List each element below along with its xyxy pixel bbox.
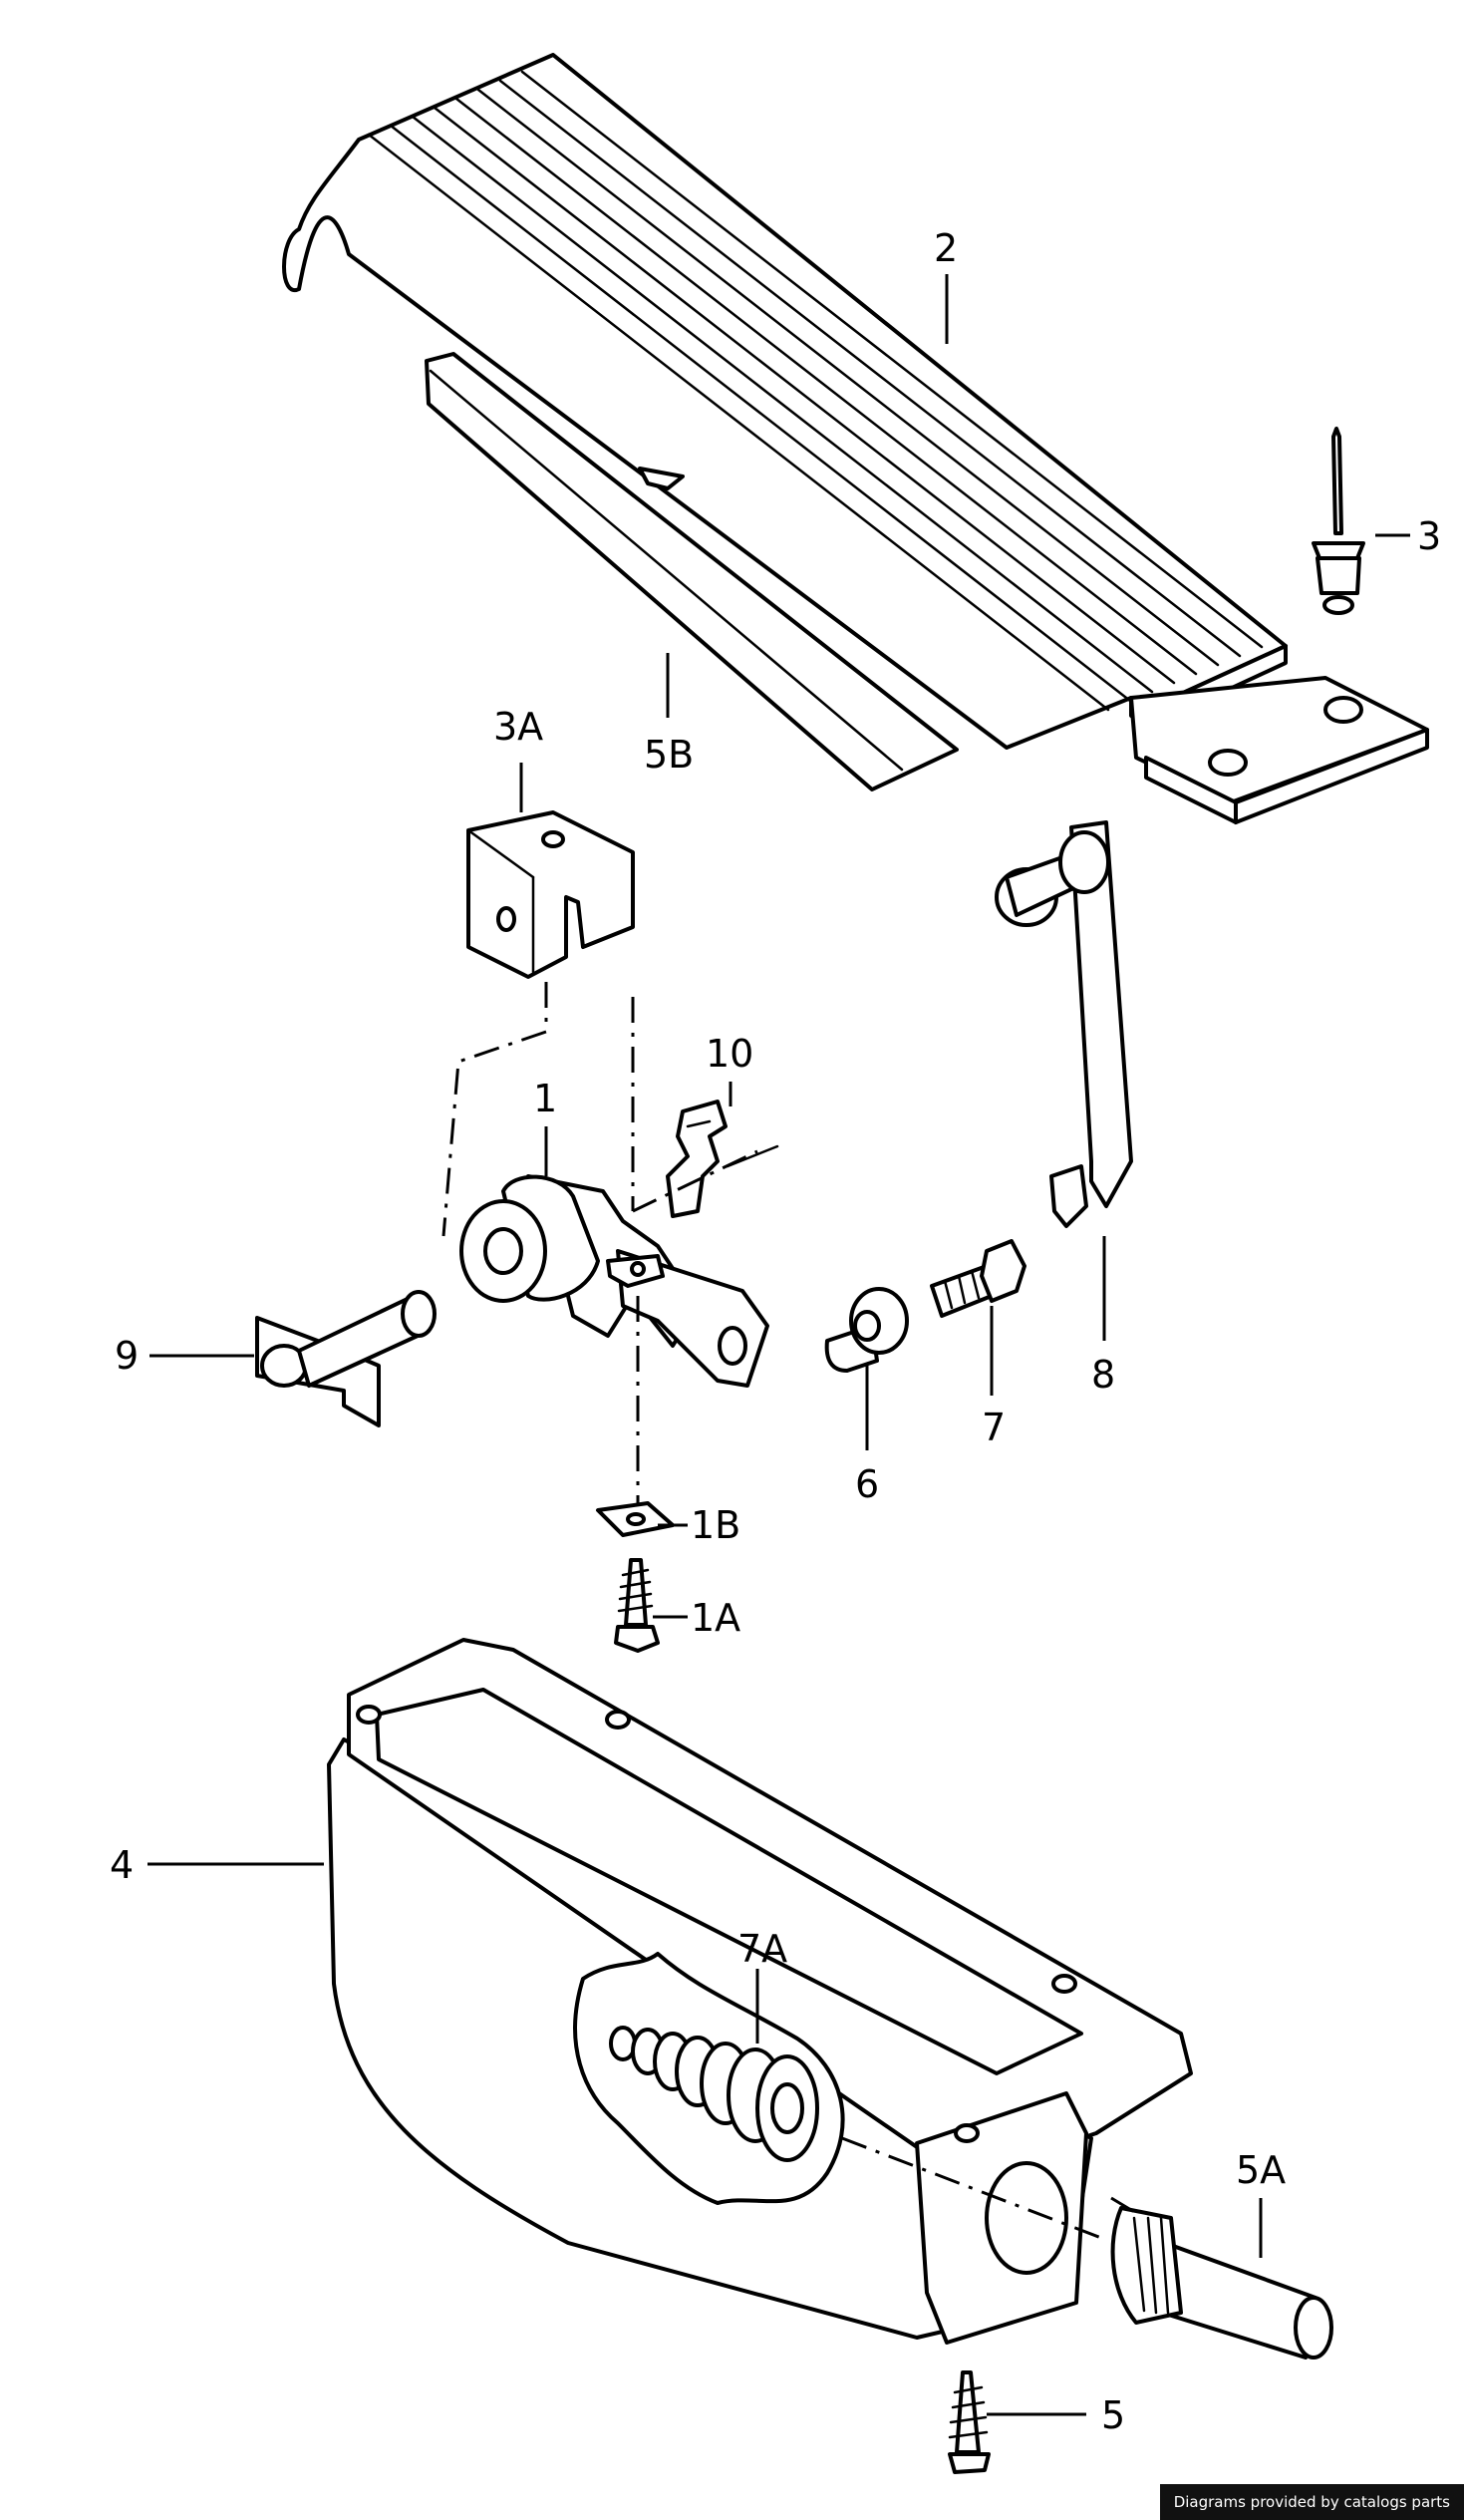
- callout-2: 2: [934, 226, 958, 270]
- callout-7: 7: [982, 1406, 1006, 1449]
- callout-5b: 5B: [644, 733, 694, 777]
- pivot-pin: [255, 1290, 437, 1427]
- callout-4: 4: [110, 1843, 134, 1887]
- clip-nut: [596, 1501, 675, 1537]
- credit-badge: Diagrams provided by catalogs parts: [1159, 2484, 1464, 2520]
- callout-8: 8: [1091, 1353, 1115, 1397]
- screw-5: [948, 2370, 991, 2474]
- pedal-strip: [425, 352, 959, 791]
- callout-7a: 7A: [737, 1927, 787, 1971]
- callout-5a: 5A: [1236, 2148, 1286, 2192]
- bolt: [930, 1239, 1026, 1318]
- pedal-ribs: [367, 70, 1264, 712]
- callout-1: 1: [533, 1077, 557, 1120]
- spring-clip: [666, 1100, 779, 1218]
- callout-1a: 1A: [691, 1596, 740, 1640]
- adjuster-bushing: [1110, 2206, 1333, 2360]
- pedal-housing: [327, 1638, 1193, 2345]
- alignment-lines: [441, 982, 1137, 2240]
- bushing: [824, 1287, 909, 1373]
- callout-5: 5: [1101, 2393, 1125, 2437]
- callout-3a: 3A: [493, 705, 543, 749]
- push-rod: [995, 820, 1133, 1228]
- accelerator-pedal: [282, 53, 1429, 824]
- leader-lines: [147, 274, 1410, 2416]
- callout-1b: 1B: [691, 1503, 740, 1547]
- callout-labels: 2 3 5B 3A 1 10 9 6 7 8 1B 1A 4 7A 5A 5: [110, 226, 1441, 2437]
- bracket: [466, 810, 635, 979]
- screw-1a: [614, 1558, 660, 1653]
- callout-3: 3: [1417, 514, 1441, 558]
- callout-6: 6: [855, 1462, 879, 1506]
- spring: [609, 2026, 819, 2162]
- stop-pin: [1312, 427, 1365, 615]
- callout-10: 10: [706, 1032, 753, 1076]
- bearing-block: [459, 1174, 769, 1388]
- callout-9: 9: [115, 1334, 139, 1378]
